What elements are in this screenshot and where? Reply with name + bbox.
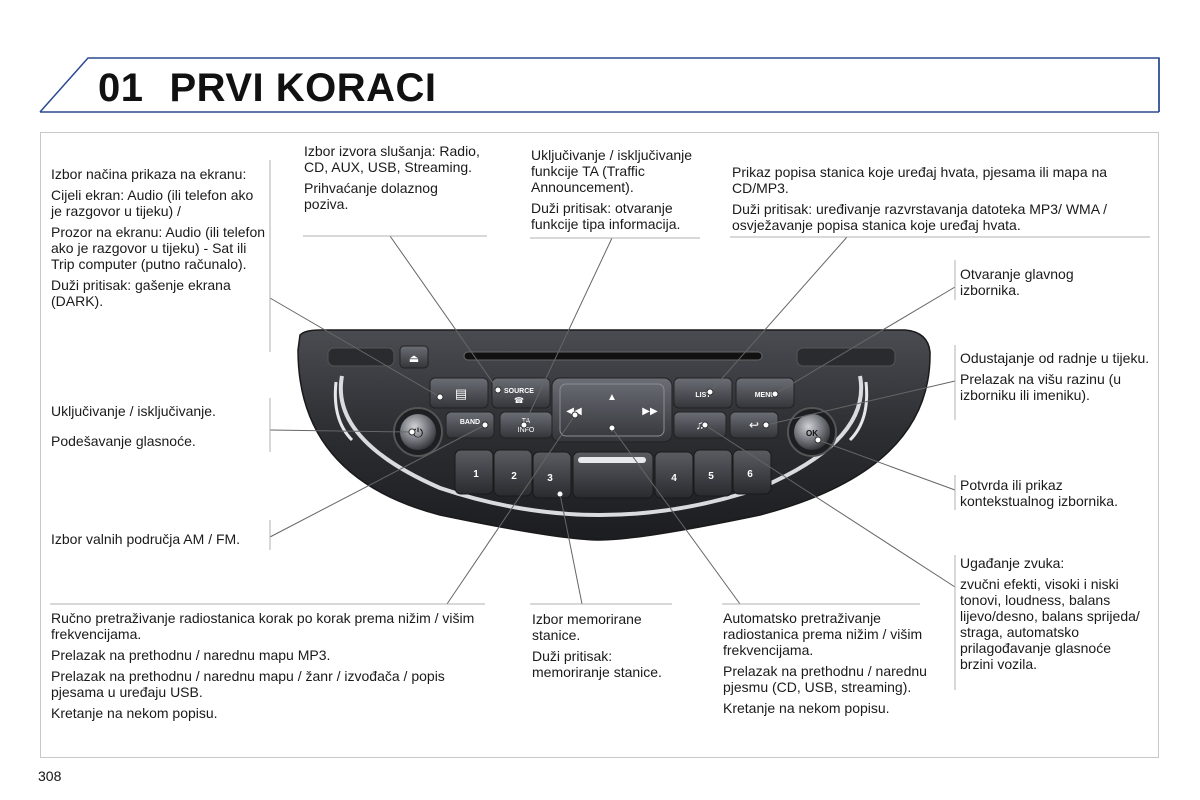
list-label: LIST [695, 392, 711, 399]
callout-line: Prelazak na prethodnu / narednu pjesmu (… [723, 663, 927, 695]
callout-line: Uključivanje / isključivanje funkcije TA… [531, 147, 693, 195]
callout-line: Izbor načina prikaza na ekranu: [51, 166, 247, 182]
callout-line: Uključivanje / isključivanje. [51, 403, 216, 419]
callout-line: Odustajanje od radnje u tijeku. [960, 350, 1150, 366]
callout-volume: Podešavanje glasnoće. [51, 433, 266, 454]
chapter-number: 01 [98, 66, 144, 110]
callout-dots [408, 386, 822, 498]
source-label: SOURCE [504, 388, 534, 395]
callout-line: Otvaranje glavnog izbornika. [960, 266, 1074, 298]
back-arrow-icon: ↩ [749, 418, 759, 432]
display-icon: ▤ [455, 386, 467, 401]
callout-menu: Otvaranje glavnog izbornika. [960, 266, 1120, 303]
callout-line: Ručno pretraživanje radiostanica korak p… [51, 610, 475, 642]
band-button[interactable] [445, 411, 495, 439]
callout-line: Prikaz popisa stanica koje uređaj hvata,… [732, 164, 1108, 196]
callout-back: Odustajanje od radnje u tijeku. Prelazak… [960, 350, 1150, 408]
preset-label-4: 4 [671, 473, 677, 484]
callout-line: Izbor valnih područja AM / FM. [51, 531, 241, 547]
callout-power: Uključivanje / isključivanje. [51, 403, 266, 424]
callout-line: Izbor izvora slušanja: Radio, CD, AUX, U… [304, 143, 480, 175]
preset-label-1: 1 [473, 469, 479, 480]
callout-line: Prelazak na prethodnu / narednu mapu / ž… [51, 668, 445, 700]
callout-line: Cijeli ekran: Audio (ili telefon ako je … [51, 187, 254, 219]
rewind-icon[interactable]: ◀◀ [566, 406, 582, 417]
eject-icon: ⏏ [409, 353, 419, 365]
info-label: INFO [518, 427, 535, 434]
callout-source: Izbor izvora slušanja: Radio, CD, AUX, U… [304, 143, 484, 217]
eject-button[interactable] [399, 345, 429, 369]
callout-line: Potvrda ili prikaz kontekstualnog izborn… [960, 477, 1118, 509]
cd-slot [463, 351, 763, 361]
preset-key-4[interactable] [654, 451, 694, 499]
callout-auto-search: Automatsko pretraživanje radiostanica pr… [723, 610, 933, 721]
preset-label-6: 6 [747, 469, 753, 480]
display-mode-button[interactable] [429, 377, 489, 409]
page-header: 01 PRVI KORACI [0, 0, 1200, 130]
music-note-icon: ♫ [696, 418, 705, 432]
callout-line: zvučni efekti, visoki i niski tonovi, lo… [960, 576, 1140, 672]
power-icon: ⏻ [413, 425, 423, 440]
callout-line: Ugađanje zvuka: [960, 555, 1065, 571]
content-frame [40, 132, 1159, 758]
chapter-title: PRVI KORACI [169, 66, 437, 110]
callout-line: Kretanje na nekom popisu. [51, 705, 218, 721]
callout-line: Duži pritisak: otvaranje funkcije tipa i… [531, 200, 681, 232]
preset-key-5[interactable] [693, 449, 733, 497]
callout-line: Prozor na ekranu: Audio (ili telefon ako… [51, 224, 266, 272]
callout-line: Duži pritisak: gašenje ekrana (DARK). [51, 277, 231, 309]
ok-label: OK [806, 429, 818, 438]
phone-icon: ☎ [514, 396, 524, 405]
callout-line: Prelazak na višu razinu (u izborniku ili… [960, 371, 1122, 403]
callout-list: Prikaz popisa stanica koje uređaj hvata,… [732, 164, 1152, 238]
page-number: 308 [38, 768, 62, 784]
preset-center-bar [578, 457, 646, 463]
callout-band: Izbor valnih područja AM / FM. [51, 531, 266, 552]
callout-line: Izbor memorirane stanice. [532, 611, 642, 643]
sound-button[interactable] [673, 411, 727, 439]
band-label: BAND [460, 419, 480, 426]
callout-display-mode: Izbor načina prikaza na ekranu: Cijeli e… [51, 166, 265, 314]
preset-key-2[interactable] [493, 449, 533, 497]
list-button[interactable] [673, 377, 733, 409]
fast-forward-icon[interactable]: ▶▶ [642, 406, 658, 417]
preset-key-1[interactable] [454, 449, 494, 495]
callout-line: Automatsko pretraživanje radiostanica pr… [723, 610, 923, 658]
preset-label-5: 5 [708, 471, 714, 482]
menu-button[interactable] [735, 377, 795, 409]
callout-line: Prelazak na prethodnu / narednu mapu MP3… [51, 647, 331, 663]
preset-keys: 1 2 3 4 5 6 [454, 449, 772, 499]
callout-sound: Ugađanje zvuka: zvučni efekti, visoki i … [960, 555, 1140, 677]
callout-manual-search: Ručno pretraživanje radiostanica korak p… [51, 610, 481, 726]
callout-leader-lines [269, 235, 956, 605]
preset-label-3: 3 [547, 473, 553, 484]
callout-line: Prihvaćanje dolaznog poziva. [304, 180, 438, 212]
callout-line: Kretanje na nekom popisu. [723, 700, 890, 716]
callout-presets: Izbor memorirane stanice. Duži pritisak:… [532, 611, 672, 685]
page-title: 01 PRVI KORACI [98, 66, 437, 111]
callout-line: Duži pritisak: uređivanje razvrstavanja … [732, 201, 1108, 233]
header-banner [39, 57, 1160, 113]
callout-line: Podešavanje glasnoće. [51, 433, 196, 449]
callout-line: Duži pritisak: memoriranje stanice. [532, 648, 662, 680]
callout-ok: Potvrda ili prikaz kontekstualnog izborn… [960, 477, 1150, 514]
menu-label: MENU [755, 392, 776, 399]
preset-label-2: 2 [511, 471, 517, 482]
back-button[interactable] [729, 411, 779, 439]
up-arrow-icon[interactable]: ▲ [607, 392, 617, 403]
navigation-pad[interactable] [551, 377, 673, 443]
callout-ta: Uključivanje / isključivanje funkcije TA… [531, 147, 709, 237]
text-divider-lines [50, 160, 1150, 690]
preset-key-6[interactable] [732, 449, 772, 495]
